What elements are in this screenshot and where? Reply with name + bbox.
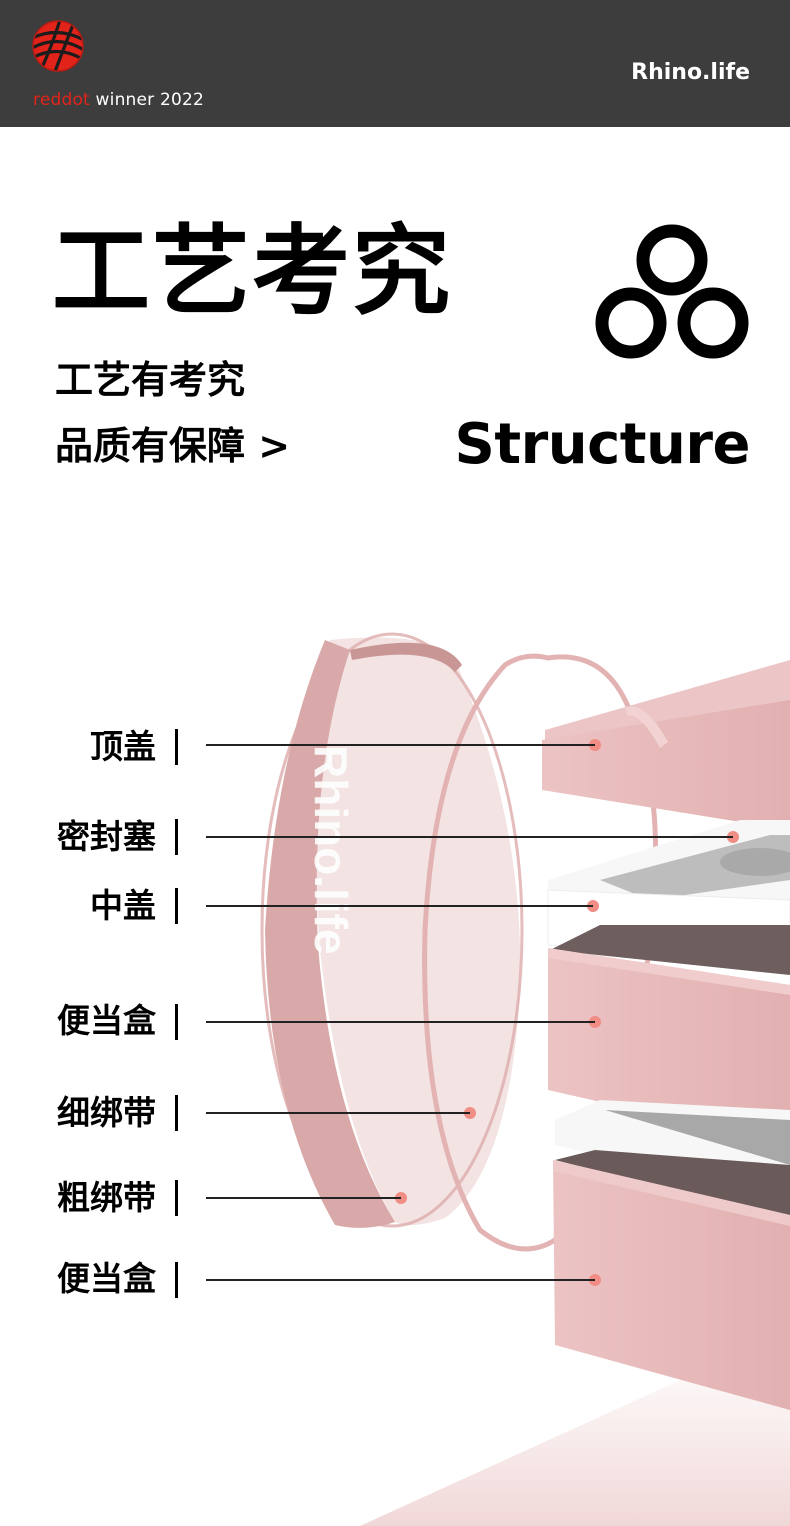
label-divider	[175, 729, 178, 765]
part-label-thick-strap: 粗绑带	[57, 1178, 156, 1217]
label-divider	[175, 1262, 178, 1298]
strap-print-text: Rhino.life	[305, 745, 357, 955]
part-label-top-lid: 顶盖	[90, 727, 156, 766]
leader-line-middle-lid	[206, 905, 593, 907]
product-exploded-view: Rhino.life	[260, 632, 790, 1526]
subtitle-line-2[interactable]: 品质有保障 >	[55, 424, 291, 468]
three-circles-structure-icon	[595, 224, 749, 359]
part-label-middle-lid: 中盖	[90, 886, 156, 925]
leader-line-seal-plug	[206, 836, 733, 838]
reddot-award-icon	[32, 20, 84, 72]
seal-plug	[548, 820, 790, 915]
part-markers	[395, 739, 739, 1286]
label-divider	[175, 1095, 178, 1131]
part-label-thin-strap: 细绑带	[57, 1093, 156, 1132]
top-lid	[542, 660, 790, 830]
bento-box-lower	[553, 1150, 790, 1410]
page-title: 工艺考究	[52, 215, 453, 329]
structure-label: Structure	[454, 412, 750, 477]
brand-logo-text: Rhino.life	[631, 60, 750, 85]
leader-line-bento-box-lower	[206, 1279, 595, 1281]
header-bar: reddot winner 2022 Rhino.life	[0, 0, 790, 127]
label-divider	[175, 888, 178, 924]
part-label-bento-box-upper: 便当盒	[57, 1001, 156, 1040]
reddot-award-text: reddot winner 2022	[33, 90, 205, 110]
label-divider	[175, 1004, 178, 1040]
leader-line-bento-box-upper	[206, 1021, 595, 1023]
label-divider	[175, 819, 178, 855]
leader-line-thick-strap	[206, 1197, 401, 1199]
bento-box-upper	[548, 925, 790, 1145]
label-divider	[175, 1180, 178, 1216]
part-label-bento-box-lower: 便当盒	[57, 1259, 156, 1298]
part-label-seal-plug: 密封塞	[57, 817, 156, 856]
leader-line-thin-strap	[206, 1112, 470, 1114]
leader-line-top-lid	[206, 744, 595, 746]
thick-strap: Rhino.life	[260, 632, 524, 1228]
subtitle-line-1: 工艺有考究	[55, 358, 246, 402]
